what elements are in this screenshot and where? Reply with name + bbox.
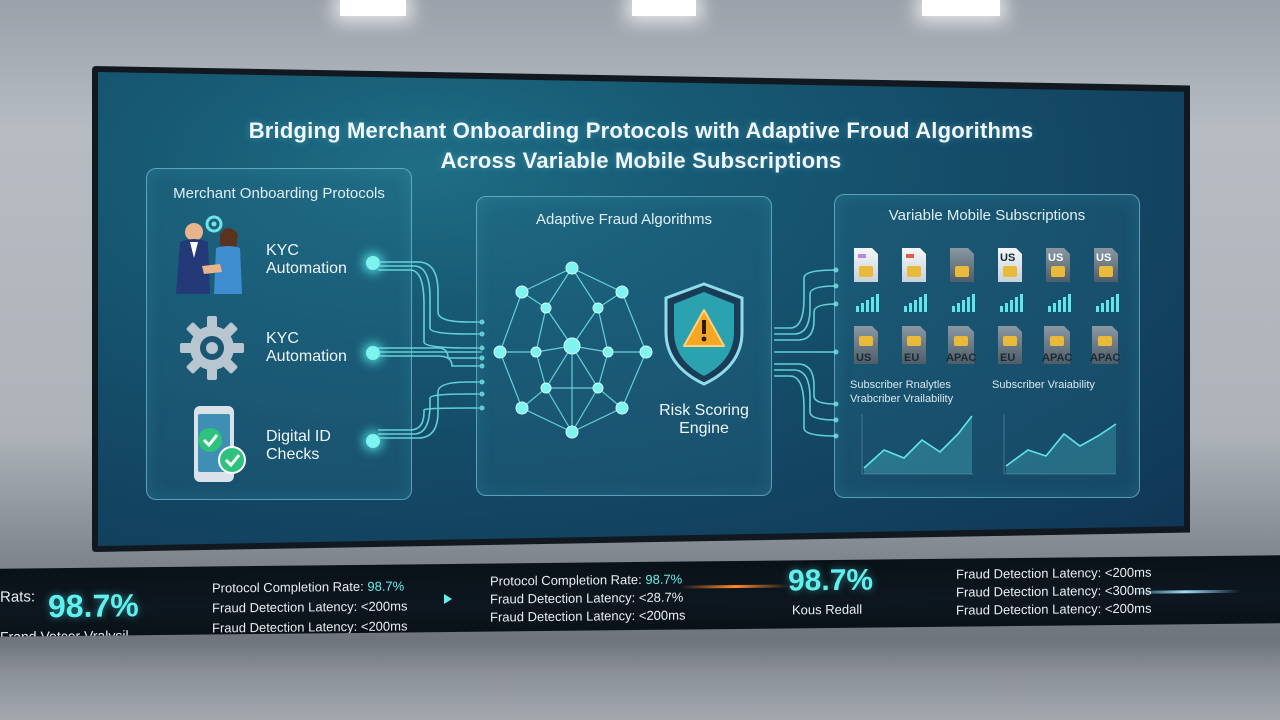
chart-title: Subscriber Rnalytles (850, 379, 951, 391)
main-subtitle: Across Variable Mobile Subscriptions (440, 148, 842, 173)
ticker-metric-line: Protocol Completion Rate: 98.7% (490, 571, 683, 589)
sim-card-icon: APAC (1042, 326, 1072, 364)
sim-card-icon: US (1046, 248, 1070, 282)
ticker-metric-line: Fraud Detection Latency: <200ms (490, 607, 686, 625)
sim-region-label: EU (904, 352, 919, 364)
sim-region-label: US (856, 352, 871, 364)
ticker-metric-line: Fraud Detection Latency: <200ms (956, 600, 1152, 618)
ceiling-light (340, 0, 406, 16)
risk-scoring-engine-label: Risk Scoring Engine (659, 402, 749, 437)
sim-region-label: APAC (946, 352, 976, 364)
sim-card-icon (950, 248, 974, 282)
sim-card-icon: APAC (946, 326, 976, 364)
sim-region-label: US (1048, 252, 1063, 264)
ticker-sublabel: Kous Redall (792, 601, 863, 618)
kyc-automation-label-2: KYC Automation (266, 330, 347, 365)
right-connector-lines (774, 267, 839, 439)
panel-title: Merchant Onboarding Protocols (173, 185, 385, 202)
ticker-metric-line: Fraud Detection Latency: <200ms (956, 564, 1152, 582)
sim-region-label: APAC (1090, 352, 1120, 364)
sim-region-label: US (1096, 252, 1111, 264)
light-streak (680, 584, 790, 589)
sim-card-icon: US (1094, 248, 1118, 282)
sim-region-label: EU (1000, 352, 1015, 364)
sim-region-label: APAC (1042, 352, 1072, 364)
ticker-metric-line: Protocol Completion Rate: 98.7% (212, 578, 405, 596)
chart-subtitle: Vrabcriber Vrailability (850, 393, 954, 405)
left-connector-lines (378, 261, 485, 439)
sim-card-icon: EU (998, 326, 1022, 364)
sim-card-grid: US US US US EU (854, 248, 1120, 364)
room-floor (0, 640, 1280, 720)
mobile-subscriptions-panel: Variable Mobile Subscriptions (834, 194, 1140, 498)
sim-card-icon: EU (902, 326, 926, 364)
display-screen: Bridging Merchant Onboarding Protocols w… (98, 72, 1184, 546)
sim-card-icon (854, 248, 878, 282)
gear-icon (180, 316, 244, 380)
sim-card-icon: APAC (1090, 326, 1120, 364)
ticker-metric-line: Fraud Detection Latency: <200ms (212, 598, 408, 616)
kyc-automation-label-1: KYC Automation (266, 242, 347, 277)
handshake-icon (176, 215, 242, 294)
subscriber-variability-chart: Subscriber Vraiability (992, 379, 1117, 475)
main-title: Bridging Merchant Onboarding Protocols w… (248, 118, 1034, 143)
warning-shield-icon (664, 282, 744, 386)
ticker-big-metric: 98.7% (788, 563, 874, 598)
play-icon[interactable] (444, 593, 452, 605)
ticker-metric-line: Fraud Detection Latency: <28.7% (490, 589, 684, 607)
ticker-metric-line: Fraud Detection Latency: <300ms (956, 582, 1152, 600)
connector-node (366, 434, 380, 448)
signal-bars-icon (856, 294, 1119, 312)
ceiling-light (632, 0, 696, 16)
panel-title: Variable Mobile Subscriptions (888, 207, 1086, 224)
neural-network-icon (493, 261, 653, 439)
ticker-metric-line: Fraud Detection Latency: <200ms (212, 618, 408, 636)
digital-id-checks-label: Digital ID Checks (266, 428, 331, 463)
ceiling-light (922, 0, 1000, 16)
sim-region-label: US (1000, 252, 1015, 264)
metrics-ticker: Rats: 98.7% Frand Votcer Vralysil Protoc… (0, 555, 1280, 637)
subscriber-analytics-chart: Subscriber Rnalytles Vrabcriber Vrailabi… (850, 379, 974, 475)
panel-title: Adaptive Fraud Algorithms (536, 211, 712, 228)
chart-title: Subscriber Vraiability (992, 379, 1095, 391)
sim-card-icon: US (998, 248, 1022, 282)
ticker-sublabel: Frand Votcer Vralysil (0, 627, 129, 637)
ticker-big-metric: 98.7% (48, 587, 139, 625)
sim-card-icon: US (854, 326, 878, 364)
connector-node (366, 256, 380, 270)
sim-card-icon (902, 248, 926, 282)
phone-check-icon (194, 406, 246, 482)
ticker-label: Rats: (0, 588, 36, 606)
connector-node (366, 346, 380, 360)
